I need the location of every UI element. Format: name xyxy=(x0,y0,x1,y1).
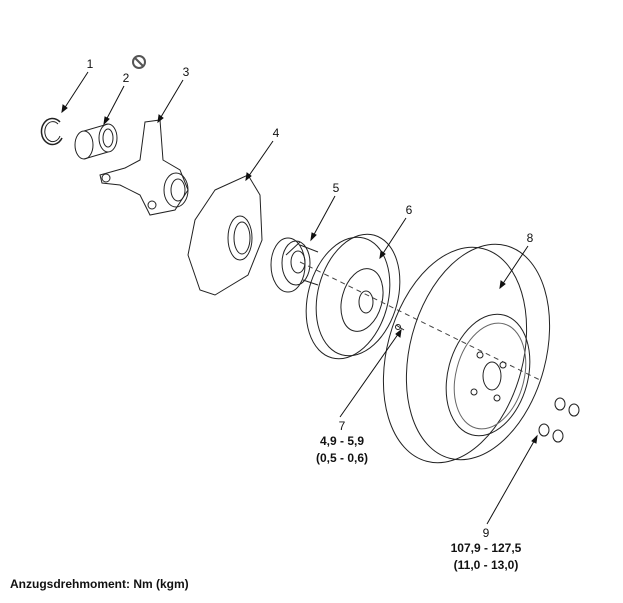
no-reuse-icon xyxy=(132,55,146,69)
torque-9-nm: 107,9 - 127,5 xyxy=(450,541,522,555)
brake-disc xyxy=(305,233,405,360)
torque-unit-note: Anzugsdrehmoment: Nm (kgm) xyxy=(10,577,189,591)
part-label-1: 1 xyxy=(86,57,94,71)
snap-ring xyxy=(40,117,63,146)
part-label-2: 2 xyxy=(122,71,130,85)
torque-7-kgm: (0,5 - 0,6) xyxy=(315,451,369,465)
part-label-7: 7 xyxy=(338,419,346,433)
wheel-nuts xyxy=(538,397,580,443)
part-label-3: 3 xyxy=(182,65,190,79)
dust-cover xyxy=(187,174,263,296)
leader-lines xyxy=(61,71,538,525)
part-label-9: 9 xyxy=(482,526,490,540)
part-label-5: 5 xyxy=(332,181,340,195)
part-label-8: 8 xyxy=(526,231,534,245)
torque-9-kgm: (11,0 - 13,0) xyxy=(453,558,519,572)
wheel-hub xyxy=(270,237,319,293)
wheel-and-tire xyxy=(382,243,551,464)
part-label-6: 6 xyxy=(405,203,413,217)
steering-knuckle xyxy=(99,119,189,216)
torque-7-nm: 4,9 - 5,9 xyxy=(319,434,365,448)
wheel-bearing xyxy=(74,123,118,160)
part-label-4: 4 xyxy=(272,126,280,140)
